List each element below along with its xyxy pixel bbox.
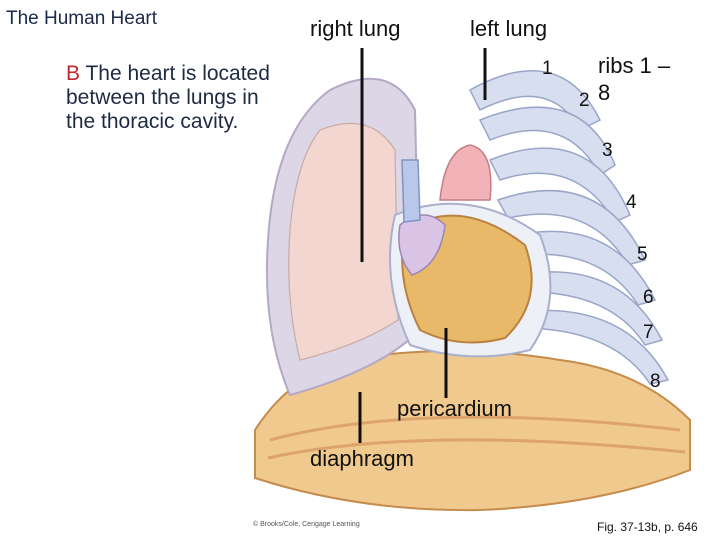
page-title: The Human Heart <box>6 8 158 29</box>
diaphragm-stripes <box>269 415 681 442</box>
ribs-label: ribs 1 –8 <box>598 53 671 105</box>
caption-body: The heart is located between the lungs i… <box>66 62 270 133</box>
left-lung-label: left lung <box>470 16 548 41</box>
figure-reference: Fig. 37-13b, p. 646 <box>597 520 698 534</box>
rib-number-1: 1 <box>542 58 553 79</box>
rib-number-8: 8 <box>650 371 661 392</box>
pericardium-label: pericardium <box>397 396 512 421</box>
rib-number-2: 2 <box>579 90 590 111</box>
caption-letter: B <box>66 62 81 85</box>
right-lung-label: right lung <box>310 16 401 41</box>
heart-atrium <box>398 214 446 276</box>
copyright-credit: © Brooks/Cole, Cengage Learning <box>253 521 360 528</box>
caption-text: B The heart is located between the lungs… <box>66 62 276 134</box>
rib-number-3: 3 <box>602 140 613 161</box>
rib-number-5: 5 <box>637 244 648 265</box>
rib-number-7: 7 <box>643 322 654 343</box>
vena-cava-shape <box>401 159 421 223</box>
diaphragm-label: diaphragm <box>310 446 414 471</box>
pointer-lines <box>358 48 487 443</box>
rib-number-4: 4 <box>626 192 637 213</box>
rib-number-6: 6 <box>643 287 654 308</box>
aorta-shape <box>439 144 492 201</box>
right-lung-inner <box>288 122 399 361</box>
